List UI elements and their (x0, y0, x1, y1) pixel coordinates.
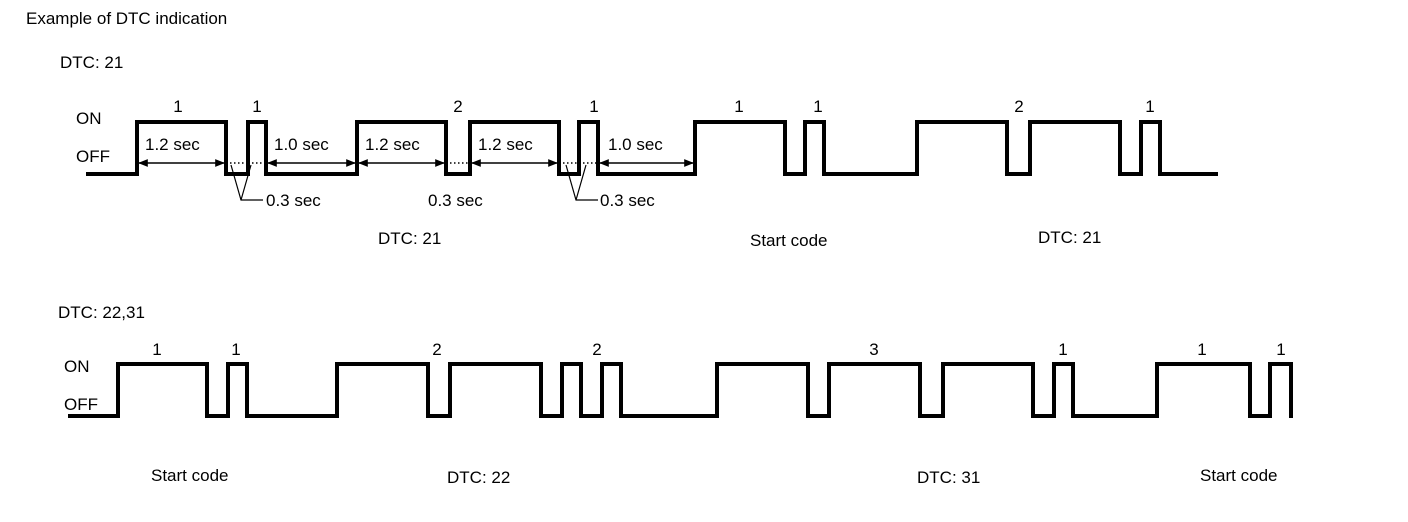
section2-group-label-2: DTC: 22 (447, 468, 510, 487)
section2-count-5: 3 (869, 340, 878, 359)
section1-count-6: 1 (813, 97, 822, 116)
section1-count-1: 1 (173, 97, 182, 116)
short-off-label-2: 0.3 sec (428, 191, 483, 210)
section2-label: DTC: 22,31 (58, 303, 145, 322)
section1-group-label-2: Start code (750, 231, 828, 250)
section1-count-4: 1 (589, 97, 598, 116)
section1-count-8: 1 (1145, 97, 1154, 116)
section1-label: DTC: 21 (60, 53, 123, 72)
section2-count-4: 2 (592, 340, 601, 359)
duration-label-2: 1.0 sec (274, 135, 329, 154)
section2-count-2: 1 (231, 340, 240, 359)
short-off-leader-1b (240, 164, 252, 201)
section2-off-label: OFF (64, 395, 98, 414)
section1-group-label-3: DTC: 21 (1038, 228, 1101, 247)
short-off-label-3: 0.3 sec (600, 191, 655, 210)
duration-label-4: 1.2 sec (478, 135, 533, 154)
short-off-label-1: 0.3 sec (266, 191, 321, 210)
section2-count-1: 1 (152, 340, 161, 359)
section2-count-7: 1 (1197, 340, 1206, 359)
short-off-leader-3a (565, 164, 598, 201)
duration-label-5: 1.0 sec (608, 135, 663, 154)
section2-waveform (68, 362, 1293, 418)
short-off-leader-3b (575, 164, 587, 201)
section1-group-label-1: DTC: 21 (378, 229, 441, 248)
section2-group-label-4: Start code (1200, 466, 1278, 485)
section1-off-label: OFF (76, 147, 110, 166)
section2-group-label-3: DTC: 31 (917, 468, 980, 487)
section2-count-8: 1 (1276, 340, 1285, 359)
diagram-title: Example of DTC indication (26, 9, 227, 28)
section1-on-label: ON (76, 109, 102, 128)
section1-count-5: 1 (734, 97, 743, 116)
section1-count-7: 2 (1014, 97, 1023, 116)
section1-waveform (86, 120, 1218, 176)
section1-count-2: 1 (252, 97, 261, 116)
section2-count-6: 1 (1058, 340, 1067, 359)
duration-label-1: 1.2 sec (145, 135, 200, 154)
section2-on-label: ON (64, 357, 90, 376)
section2-count-3: 2 (432, 340, 441, 359)
section1-count-3: 2 (453, 97, 462, 116)
duration-label-3: 1.2 sec (365, 135, 420, 154)
section2-group-label-1: Start code (151, 466, 229, 485)
